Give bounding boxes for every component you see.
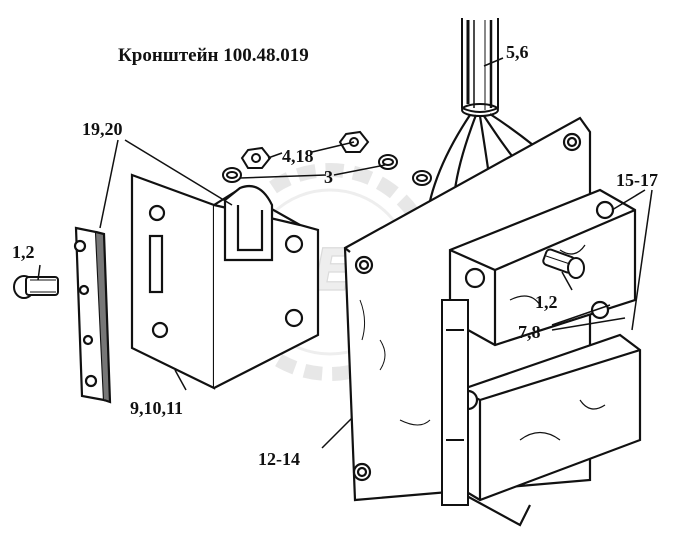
- callout-3: 3: [324, 167, 333, 187]
- nuts-washers: [222, 130, 432, 186]
- screw-left: [13, 275, 59, 299]
- cable-sheath: [461, 18, 499, 117]
- diagram-title: Кронштейн 100.48.019: [118, 45, 309, 66]
- callout-15-17: 15-17: [616, 170, 658, 190]
- callout-12-14: 12-14: [258, 449, 300, 469]
- callout-1-2-left: 1,2: [12, 242, 35, 262]
- callout-7-8: 7,8: [518, 322, 541, 342]
- leader-lines: [37, 57, 653, 449]
- callout-1-2-right: 1,2: [535, 292, 558, 312]
- screw-right: [542, 248, 585, 279]
- callout-5-6: 5,6: [506, 42, 529, 62]
- callout-19-20: 19,20: [82, 119, 123, 139]
- angle-bracket: [130, 173, 320, 390]
- spacer-strip: [73, 226, 112, 404]
- callout-4-18: 4,18: [282, 146, 314, 166]
- clip-strip: [441, 299, 469, 506]
- callout-9-10-11: 9,10,11: [130, 398, 183, 418]
